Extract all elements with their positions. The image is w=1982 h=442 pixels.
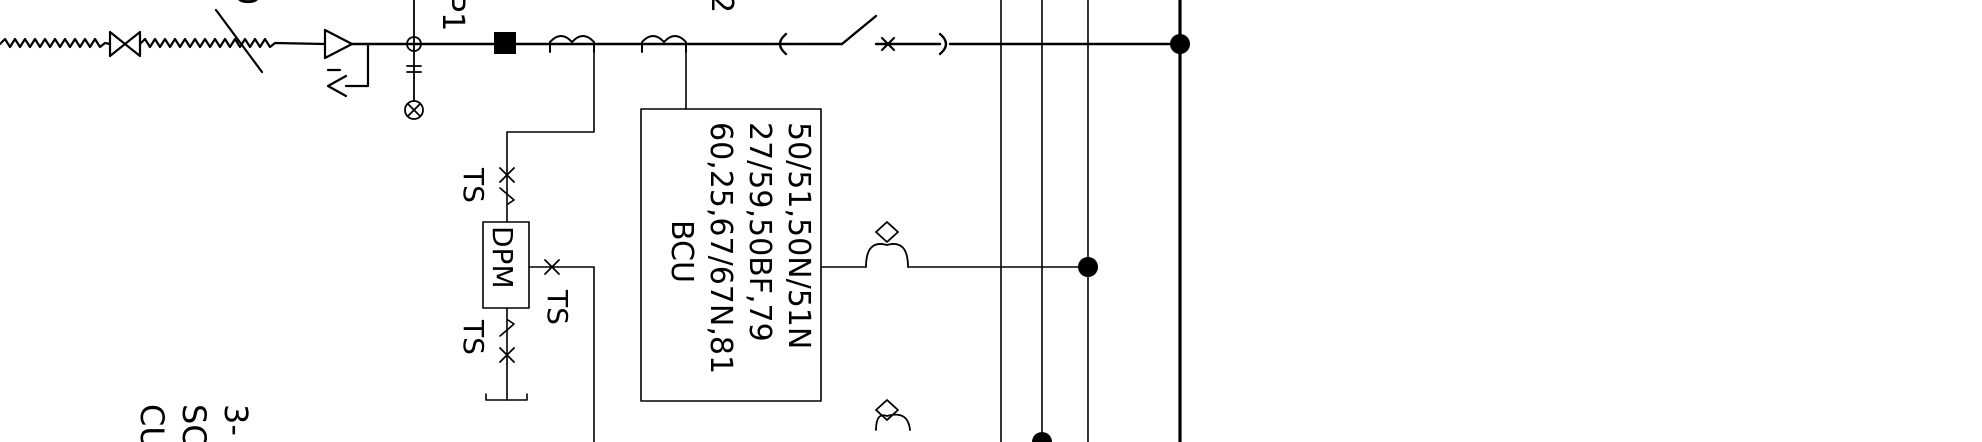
label-0: 0 — [229, 0, 264, 5]
partial-label-3: CU — [133, 404, 171, 442]
bcu-line4: BCU — [664, 220, 699, 283]
label-2: 2 — [704, 0, 739, 13]
feeder-line — [0, 8, 1182, 98]
bcu-box: 50/51,50N/51N 27/59,50BF,79 60,25,67/67N… — [640, 108, 822, 402]
p1-tap — [404, 0, 424, 120]
vertical-buses — [1000, 0, 1190, 442]
ts-label-top: TS — [457, 167, 490, 203]
current-transformer-1 — [506, 35, 595, 171]
filled-square — [494, 32, 516, 54]
ts-label-bottom: TS — [457, 319, 490, 355]
bcu-line1: 50/51,50N/51N — [781, 122, 816, 349]
dpm-branch: DPM TS TS TS — [457, 167, 595, 442]
bcu-comm-connector — [820, 221, 1098, 277]
partial-label-2: SC — [175, 404, 213, 442]
partial-label-1: 3- — [217, 404, 255, 436]
dpm-label: DPM — [486, 226, 519, 289]
current-transformer-2 — [641, 35, 687, 110]
bcu-line2: 27/59,50BF,79 — [742, 122, 777, 342]
lower-connector — [875, 399, 1052, 442]
label-p1: P1 — [435, 0, 470, 31]
ts-label-right: TS — [541, 289, 574, 325]
bcu-line3: 60,25,67/67N,81 — [703, 122, 738, 374]
